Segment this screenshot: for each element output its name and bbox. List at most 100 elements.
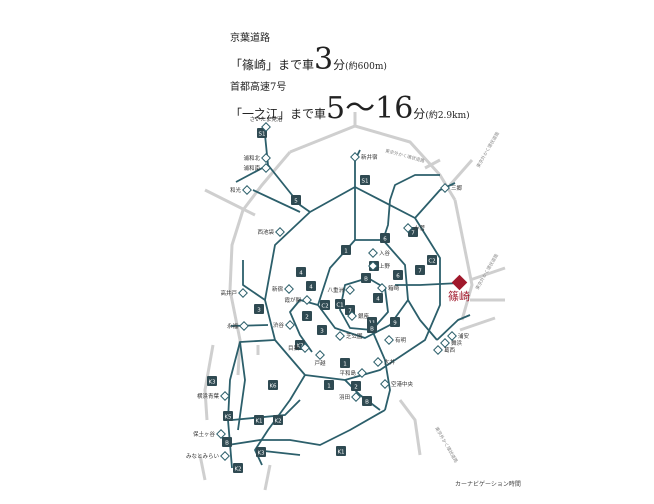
- route-shield-box: [335, 299, 345, 309]
- route-shield-box: [336, 446, 346, 456]
- junction-label: 浦安: [458, 332, 470, 340]
- route-shield-box: [360, 175, 370, 185]
- road-3: [453, 199, 474, 321]
- road1-name: 京葉道路: [230, 33, 270, 44]
- road1-minutes: 3: [314, 42, 334, 77]
- route-shield: 4: [306, 281, 316, 291]
- route-shield: S1: [360, 175, 370, 185]
- route-shield: 1: [340, 358, 350, 368]
- junction-diamond: [347, 311, 357, 321]
- junction-label: 銀座: [358, 312, 370, 320]
- junction-diamond: [261, 122, 271, 132]
- route-shield: K3: [256, 447, 266, 457]
- route-shield-number: C2: [428, 259, 435, 265]
- background-roads: [198, 112, 506, 491]
- route-shield: S1: [257, 128, 267, 138]
- junction-marker: 小菅: [403, 223, 426, 233]
- junction-diamond: [216, 429, 226, 439]
- junction-marker: さいたま見沼: [250, 115, 283, 132]
- route-shield-box: [223, 411, 233, 421]
- junction-label: 箱崎: [388, 284, 400, 292]
- route-shield: 7: [415, 265, 425, 275]
- expressway-route-16: [436, 314, 471, 341]
- destination-label: 篠崎: [448, 289, 470, 303]
- destination-diamond: [451, 274, 468, 291]
- route-shield-box: [254, 415, 264, 425]
- junction-label: 上野: [379, 262, 391, 270]
- route-shield: C1: [335, 299, 345, 309]
- junction-diamond: [345, 285, 355, 295]
- route-shield: K3: [207, 376, 217, 386]
- junction-marker: みなとみらい: [186, 451, 230, 461]
- route-shield: B: [222, 437, 232, 447]
- junction-label: 目黒: [288, 345, 300, 352]
- junction-label: 横浜青葉: [197, 392, 220, 400]
- expressway-route-19: [395, 282, 461, 286]
- junction-marker: 西池袋: [257, 227, 285, 237]
- junction-label: 空港中央: [391, 380, 414, 388]
- route-shield-number: 9: [393, 321, 397, 327]
- route-shield-number: C2: [321, 304, 328, 310]
- route-shield-number: 3: [257, 308, 261, 314]
- junctions: さいたま見沼浦和北浦和南和光新井宿三郷小菅西池袋入谷上野箱崎高井戸新宿八重洲霞が…: [186, 115, 470, 461]
- route-shield: 3: [254, 304, 264, 314]
- route-shield-box: [390, 317, 400, 327]
- junction-marker: 保土ヶ谷: [193, 429, 226, 439]
- road-0: [289, 124, 457, 201]
- junction-marker: 戸越: [314, 350, 326, 367]
- route-shield: 1: [324, 380, 334, 390]
- route-shield-box: [341, 245, 351, 255]
- junction-diamond: [384, 335, 394, 345]
- junction-diamond: [238, 288, 248, 298]
- junction-diamond: [447, 331, 457, 341]
- route-shield-box: [302, 311, 312, 321]
- junction-diamond: [300, 343, 310, 353]
- junction-diamond: [433, 345, 443, 355]
- route-shield-number: 6: [383, 237, 387, 243]
- route-shield: 1: [341, 245, 351, 255]
- outer-road-label: 東京外かく環状道路: [433, 426, 460, 465]
- junction-diamond: [302, 295, 312, 305]
- route-shield: 6: [393, 270, 403, 280]
- outer-road-label: 東京外かく環状道路: [384, 147, 425, 164]
- road-14: [198, 454, 207, 481]
- junction-marker: 渋谷: [273, 320, 295, 330]
- junction-marker: 浦安: [447, 331, 470, 341]
- junction-diamond: [350, 152, 360, 162]
- route-shield-number: 7: [348, 309, 352, 315]
- expressway-route-6: [242, 260, 266, 301]
- expressway-route-17: [414, 182, 456, 219]
- road1-access: 「篠崎」まで車3分(約600m): [230, 45, 470, 82]
- junction-label: 霞が関: [284, 296, 301, 304]
- route-shield-number: S1: [362, 179, 369, 185]
- route-shield-number: B: [365, 400, 369, 406]
- road-1: [241, 151, 292, 211]
- road2-unit: 分: [413, 107, 426, 121]
- route-shield-number: 1: [343, 362, 347, 368]
- junction-diamond: [275, 227, 285, 237]
- road2-prefix: 「一之江」まで: [230, 107, 315, 121]
- route-shield: K6: [268, 380, 278, 390]
- junction-diamond: [357, 368, 367, 378]
- route-shield-number: K3: [208, 380, 216, 386]
- route-shield-number: K6: [269, 384, 277, 390]
- junction-label: 西池袋: [257, 228, 274, 236]
- junction-label: 保土ヶ谷: [193, 430, 216, 438]
- route-shield-number: 6: [396, 274, 400, 280]
- junction-marker: 三郷: [440, 183, 463, 193]
- route-shield-number: K2: [274, 419, 281, 425]
- junction-marker: 浦和南: [243, 163, 271, 173]
- junction-label: 有明: [395, 336, 407, 344]
- junction-marker: 新井宿: [350, 152, 378, 162]
- junction-label: 高井戸: [220, 289, 237, 297]
- junction-diamond: [261, 163, 271, 173]
- junction-marker: 銀座: [347, 311, 370, 321]
- junction-label: さいたま見沼: [250, 115, 283, 123]
- route-shield-number: 1: [327, 384, 331, 390]
- route-shield-box: [340, 358, 350, 368]
- route-shield-number: C1: [336, 303, 343, 309]
- route-shield-number: K7: [296, 344, 304, 350]
- junction-marker: 新宿: [272, 284, 294, 294]
- junction-marker: 芝公園: [335, 331, 363, 341]
- junction-diamond: [351, 392, 361, 402]
